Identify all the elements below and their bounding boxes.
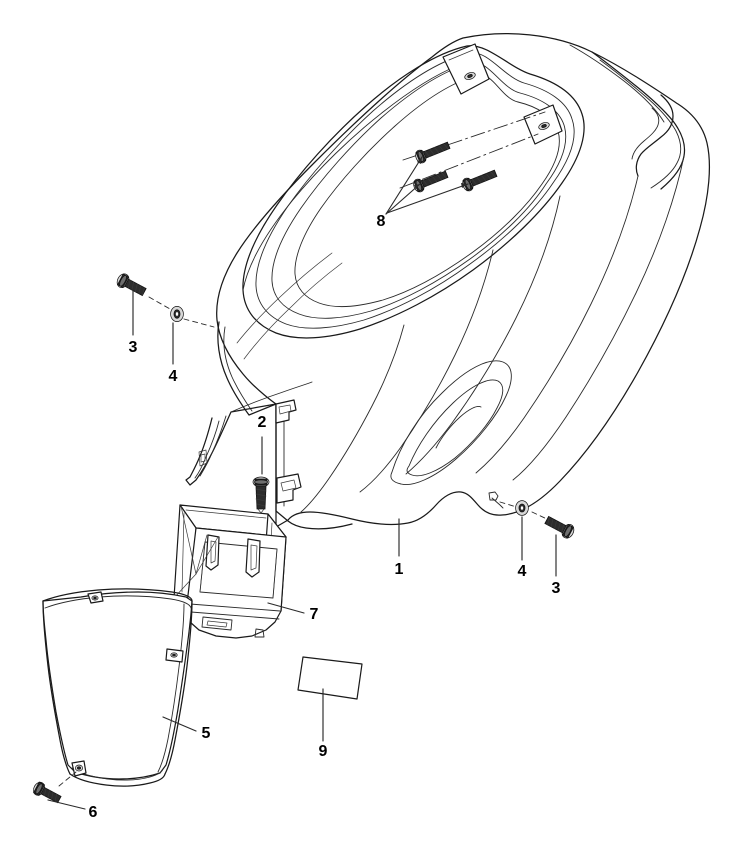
callout-7: 7 <box>310 606 319 623</box>
fastener-screw-6-bottom <box>33 781 62 804</box>
callout-4-left: 4 <box>169 368 178 385</box>
fastener-washer-4-right <box>515 500 529 516</box>
fastener-screw-3-top-left <box>116 273 147 297</box>
assembly-axis-3-4-left <box>148 296 171 310</box>
fastener-washer-4-top-left <box>170 306 184 322</box>
fastener-screw-8-c <box>462 169 498 192</box>
callout-3-right: 3 <box>552 580 561 597</box>
assembly-axis-4-body-left <box>183 318 215 328</box>
leader-5 <box>162 716 197 732</box>
leader-6 <box>47 799 86 810</box>
leader-8-c-arrow <box>461 183 468 188</box>
part-1-front-body-cover <box>185 33 711 530</box>
leader-7 <box>267 602 305 614</box>
callout-numbers: 1 2 3 4 5 6 7 8 9 4 3 <box>89 213 561 821</box>
fastener-screw-8-a <box>415 141 451 164</box>
leader-8-b <box>385 183 421 215</box>
callout-6: 6 <box>89 804 98 821</box>
callout-3-left: 3 <box>129 339 138 356</box>
callout-2: 2 <box>258 414 267 431</box>
fastener-screw-8-b <box>413 170 449 193</box>
leader-8-c <box>386 183 469 214</box>
leader-8-b-arrow <box>414 184 420 189</box>
callout-5: 5 <box>202 725 211 742</box>
part-9-caution-label <box>297 656 363 700</box>
callout-4-right: 4 <box>518 563 527 580</box>
callout-9: 9 <box>319 743 328 760</box>
leader-lines <box>47 156 557 810</box>
part-7-glove-box <box>173 504 287 639</box>
fastener-screw-2-center <box>252 476 270 514</box>
part-5-front-lower-cover <box>42 588 193 787</box>
leader-8-a <box>385 156 423 215</box>
callout-8: 8 <box>377 213 386 230</box>
fastener-screw-3-right <box>544 515 575 539</box>
leader-8-a-arrow <box>417 157 422 164</box>
callout-1: 1 <box>395 561 404 578</box>
